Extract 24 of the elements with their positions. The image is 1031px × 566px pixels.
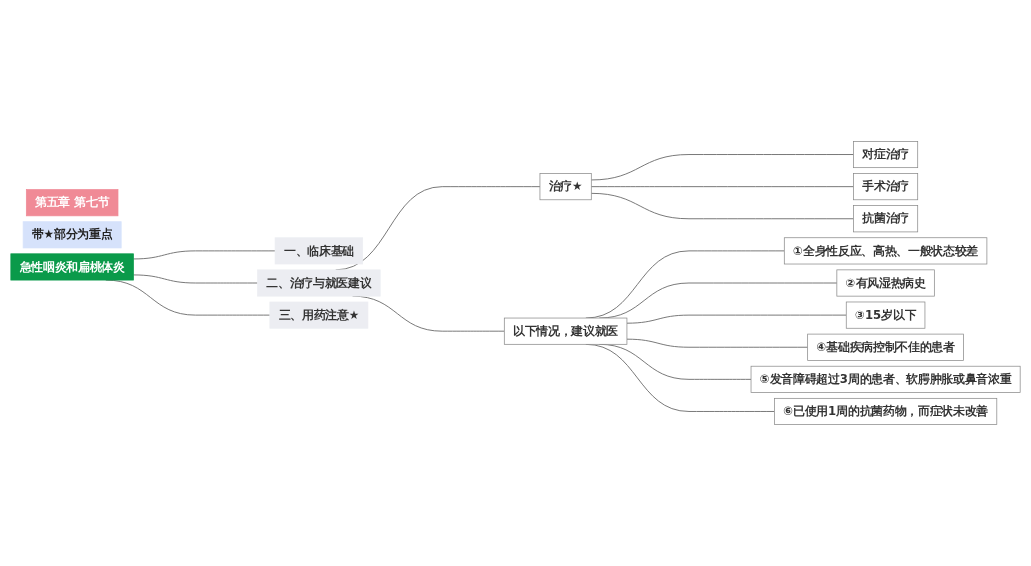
node-box: 以下情况，建议就医 (503, 317, 628, 345)
node-box: 急性咽炎和扁桃体炎 (10, 253, 134, 281)
node-box: ①全身性反应、高热、一般状态较差 (783, 237, 988, 265)
connector (590, 192, 854, 220)
connector (133, 250, 276, 260)
node-box: 三、用药注意★ (269, 301, 369, 329)
node-box: ③15岁以下 (845, 301, 926, 329)
node-box: 一、临床基础 (274, 237, 364, 265)
node-box: 抗菌治疗 (853, 205, 919, 233)
connector (626, 338, 809, 348)
node-box: 对症治疗 (853, 141, 919, 169)
node-box: 第五章 第七节 (25, 189, 119, 217)
node-box: 二、治疗与就医建议 (257, 269, 381, 297)
node-box: 手术治疗 (853, 173, 919, 201)
node-box: ⑥已使用1周的抗菌药物，而症状未改善 (774, 397, 998, 425)
node-box: ④基础疾病控制不佳的患者 (807, 333, 964, 361)
node-box: ⑤发音障碍超过3周的患者、软腭肿胀或鼻音浓重 (750, 365, 1021, 393)
connector (590, 186, 854, 188)
connector (590, 154, 854, 181)
connector (626, 314, 847, 324)
node-box: 治疗★ (539, 173, 592, 201)
node-box: 带★部分为重点 (22, 221, 122, 249)
connector (133, 274, 258, 284)
node-box: ②有风湿热病史 (836, 269, 935, 297)
